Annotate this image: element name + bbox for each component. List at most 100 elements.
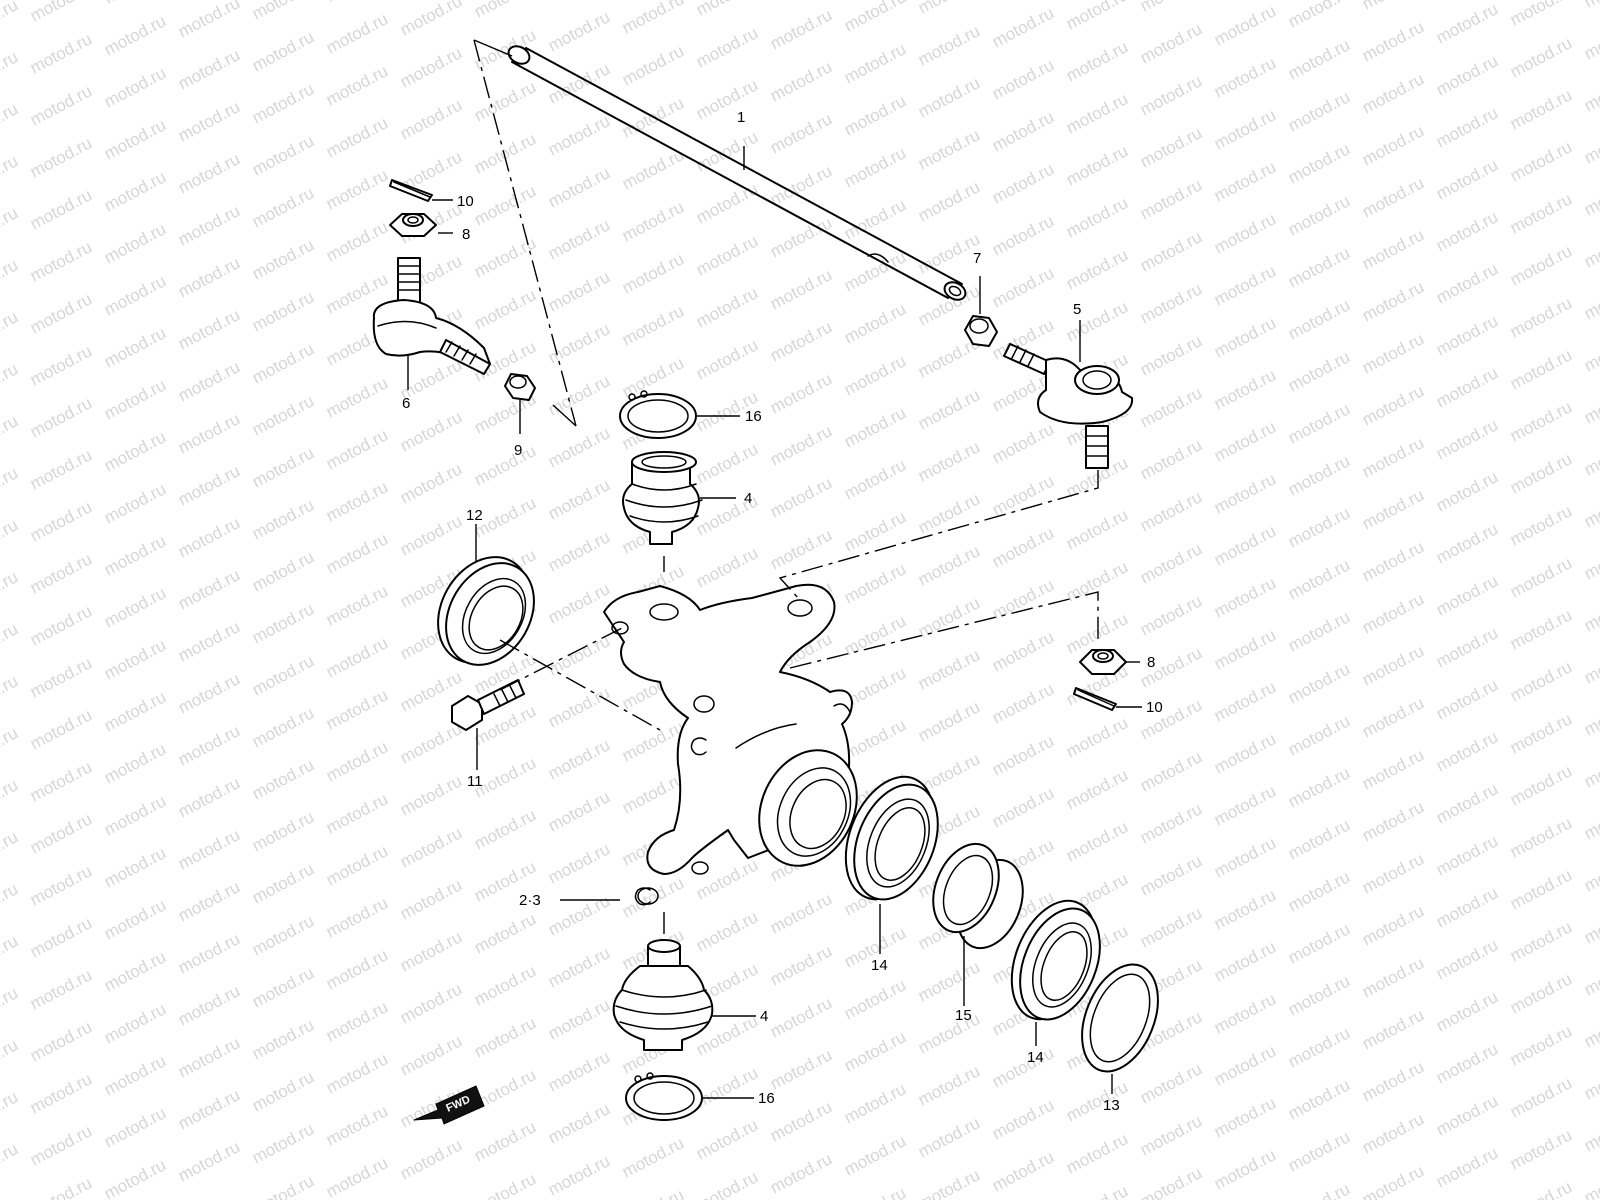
watermark-text: motod.ru [0,775,21,823]
watermark-text: motod.ru [1137,435,1205,483]
watermark-text: motod.ru [249,547,317,595]
watermark-text: motod.ru [175,825,243,873]
watermark-text: motod.ru [767,993,835,1041]
circlip-top [619,390,697,439]
watermark-text: motod.ru [0,827,21,875]
watermark-text: motod.ru [101,427,169,475]
watermark-text: motod.ru [0,671,21,719]
watermark-text: motod.ru [1211,937,1279,985]
watermark-text: motod.ru [175,201,243,249]
watermark-text: motod.ru [545,59,613,107]
watermark-text: motod.ru [545,787,613,835]
watermark-text: motod.ru [175,773,243,821]
watermark-text: motod.ru [1581,0,1600,12]
watermark-text: motod.ru [323,1101,391,1149]
watermark-text: motod.ru [989,159,1057,207]
watermark-text: motod.ru [471,1013,539,1061]
watermark-text: motod.ru [1211,833,1279,881]
watermark-text: motod.ru [175,513,243,561]
watermark-text: motod.ru [27,757,95,805]
watermark-text: motod.ru [1063,817,1131,865]
watermark-text: motod.ru [1507,813,1575,861]
watermark-text: motod.ru [545,579,613,627]
watermark-text: motod.ru [1137,1059,1205,1107]
watermark-text: motod.ru [1359,1057,1427,1105]
watermark-text: motod.ru [693,1063,761,1111]
watermark-text: motod.ru [1063,1129,1131,1177]
watermark-text: motod.ru [915,177,983,225]
watermark-text: motod.ru [1137,19,1205,67]
watermark-text: motod.ru [1211,209,1279,257]
watermark-text: motod.ru [27,705,95,753]
watermark-text: motod.ru [101,531,169,579]
watermark-text: motod.ru [1433,727,1501,775]
watermark-text: motod.ru [27,185,95,233]
watermark-text: motod.ru [545,0,613,4]
watermark-text: motod.ru [471,233,539,281]
watermark-text: motod.ru [545,1047,613,1095]
watermark-text: motod.ru [1433,0,1501,48]
watermark-text: motod.ru [471,909,539,957]
watermark-text: motod.ru [1359,17,1427,65]
watermark-text: motod.ru [249,443,317,491]
callout-5: 5 [1073,301,1081,318]
watermark-text: motod.ru [767,525,835,573]
watermark-text: motod.ru [1211,1,1279,49]
lock-nut-right [964,315,998,347]
watermark-text: motod.ru [1211,625,1279,673]
watermark-text: motod.ru [1359,693,1427,741]
callout-7: 7 [973,250,981,267]
watermark-text: motod.ru [1433,571,1501,619]
watermark-text: motod.ru [841,1131,909,1179]
watermark-text: motod.ru [693,1167,761,1200]
watermark-text: motod.ru [989,1147,1057,1195]
wheel-seal [1081,963,1159,1073]
watermark-text: motod.ru [1581,15,1600,63]
wheel-bearing-right [1010,899,1101,1021]
watermark-text: motod.ru [767,57,835,105]
watermark-text: motod.ru [1137,383,1205,431]
watermark-text: motod.ru [1433,467,1501,515]
cotter-pin-right [1073,687,1117,711]
watermark-text: motod.ru [471,0,539,22]
watermark-text: motod.ru [471,1169,539,1200]
watermark-text: motod.ru [1285,139,1353,187]
watermark-text: motod.ru [175,461,243,509]
watermark-text: motod.ru [101,583,169,631]
watermark-text: motod.ru [1137,591,1205,639]
watermark-text: motod.ru [0,567,21,615]
watermark-text: motod.ru [1285,0,1353,32]
watermark-text: motod.ru [323,217,391,265]
watermark-text: motod.ru [1507,33,1575,81]
watermark-text: motod.ru [27,809,95,857]
watermark-text: motod.ru [767,317,835,365]
watermark-text: motod.ru [397,95,465,143]
watermark-text: motod.ru [1581,483,1600,531]
watermark-text: motod.ru [249,599,317,647]
watermark-text: motod.ru [249,27,317,75]
ball-joint-top [622,451,703,572]
watermark-text: motod.ru [0,723,21,771]
watermark-text: motod.ru [175,669,243,717]
watermark-text: motod.ru [1285,867,1353,915]
watermark-text: motod.ru [1507,1125,1575,1173]
watermark-text: motod.ru [989,107,1057,155]
watermark-text: motod.ru [1581,951,1600,999]
watermark-text: motod.ru [989,3,1057,51]
watermark-text: motod.ru [1063,1181,1131,1200]
watermark-text: motod.ru [915,125,983,173]
watermark-text: motod.ru [989,471,1057,519]
watermark-text: motod.ru [1581,1159,1600,1200]
watermark-text: motod.ru [27,1017,95,1065]
watermark-text: motod.ru [323,893,391,941]
watermark-text: motod.ru [1063,1077,1131,1125]
watermark-text: motod.ru [1581,587,1600,635]
lock-nut-left [504,373,536,401]
watermark-text: motod.ru [249,79,317,127]
watermark-text: motod.ru [27,289,95,337]
callout-10-right: 10 [1146,699,1163,716]
watermark-text: motod.ru [1063,713,1131,761]
watermark-text: motod.ru [1285,711,1353,759]
watermark-text: motod.ru [1285,295,1353,343]
watermark-text: motod.ru [397,927,465,975]
